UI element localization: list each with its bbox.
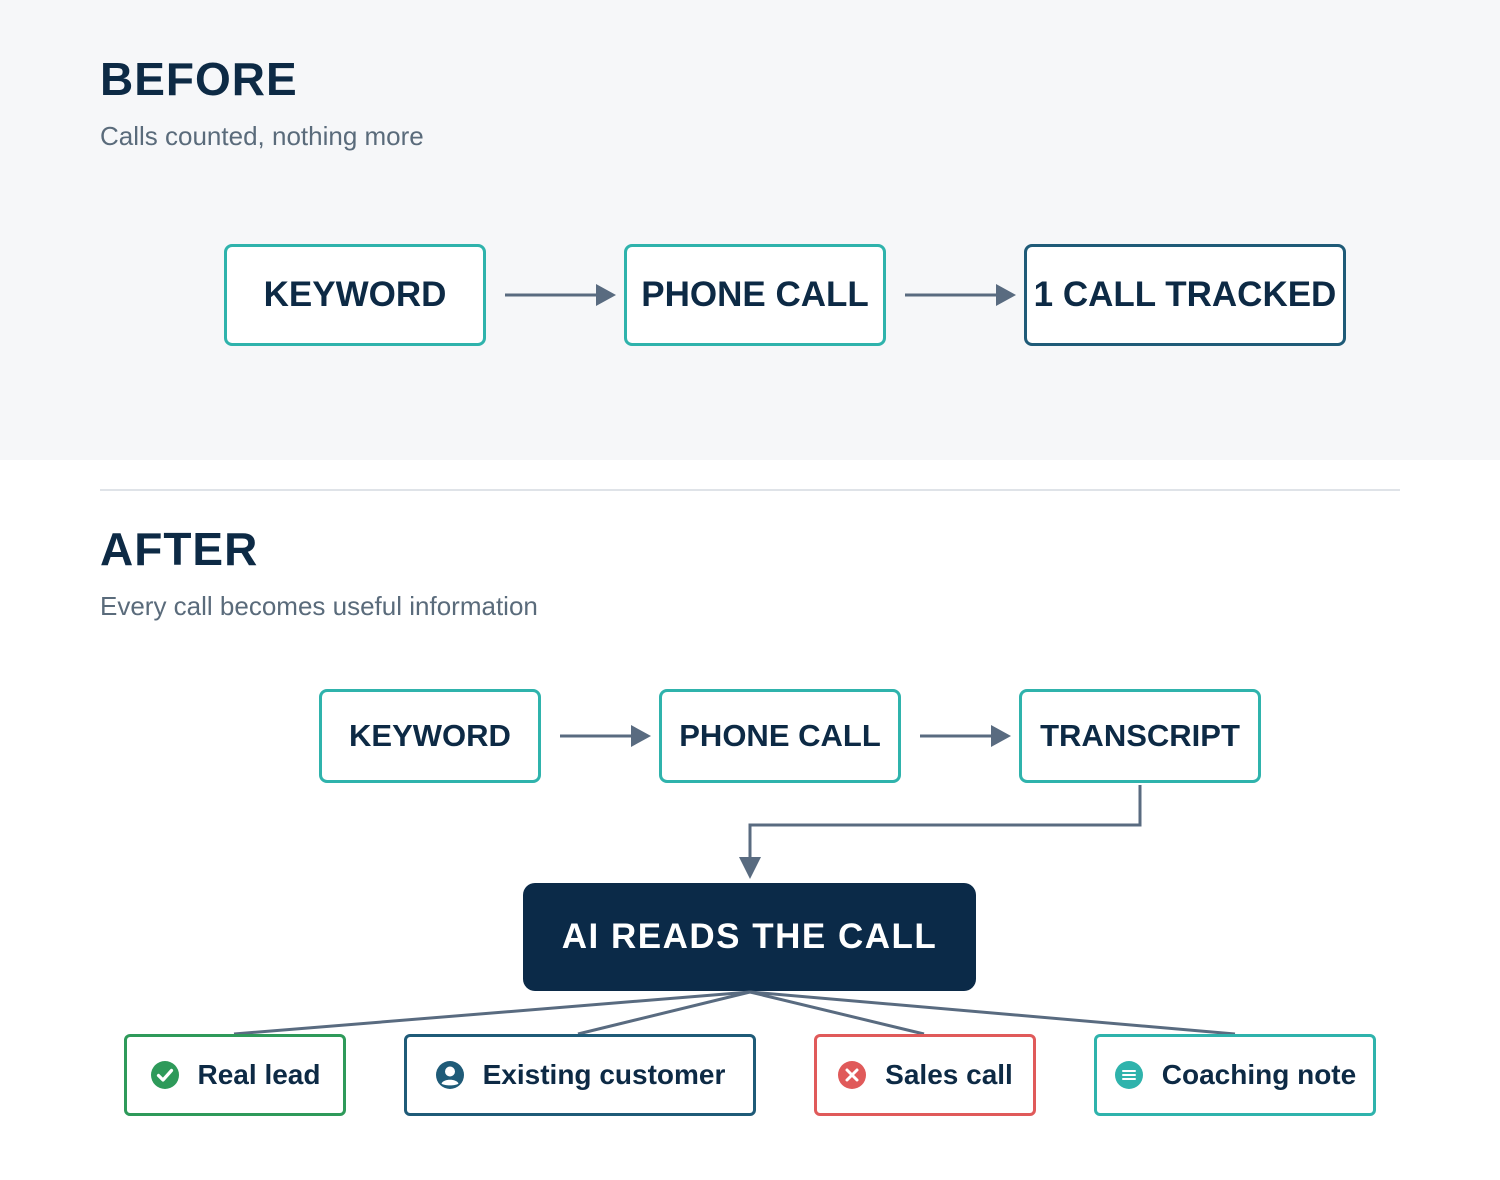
line-to-coaching-note (749, 990, 1236, 1036)
note-circle-icon (1114, 1060, 1144, 1090)
before-node-keyword: KEYWORD (224, 244, 486, 346)
before-section-background (0, 0, 1500, 460)
line-to-sales-call (749, 990, 925, 1036)
after-node-transcript: TRANSCRIPT (1019, 689, 1261, 783)
ai-reads-call-node: AI READS THE CALL (523, 883, 976, 991)
outcome-label: Real lead (197, 1059, 321, 1090)
outcome-real-lead: Real lead (124, 1034, 346, 1116)
before-node-phone-call: PHONE CALL (624, 244, 886, 346)
outcome-label: Existing customer (482, 1059, 726, 1090)
arrow-transcript-to-ai (748, 785, 1142, 860)
check-circle-icon (150, 1060, 180, 1090)
before-subtitle: Calls counted, nothing more (100, 121, 424, 151)
outcome-coaching-note: Coaching note (1094, 1034, 1376, 1116)
user-circle-icon (435, 1060, 465, 1090)
after-node-phone-call: PHONE CALL (659, 689, 901, 783)
x-circle-icon (837, 1060, 867, 1090)
outcome-label: Sales call (885, 1059, 1013, 1090)
outcome-label: Coaching note (1161, 1059, 1357, 1090)
arrowhead-after-1 (631, 725, 651, 747)
arrowhead-to-ai (739, 857, 761, 879)
section-divider (100, 489, 1400, 491)
line-to-real-lead (233, 990, 751, 1036)
outcome-sales-call: Sales call (814, 1034, 1036, 1116)
after-node-keyword: KEYWORD (319, 689, 541, 783)
before-node-call-tracked: 1 CALL TRACKED (1024, 244, 1346, 346)
arrowhead-after-2 (991, 725, 1011, 747)
outcome-existing-customer: Existing customer (404, 1034, 756, 1116)
after-title: AFTER (100, 523, 259, 575)
after-subtitle: Every call becomes useful information (100, 591, 538, 621)
before-title: BEFORE (100, 53, 298, 105)
line-to-existing-customer (577, 990, 751, 1036)
